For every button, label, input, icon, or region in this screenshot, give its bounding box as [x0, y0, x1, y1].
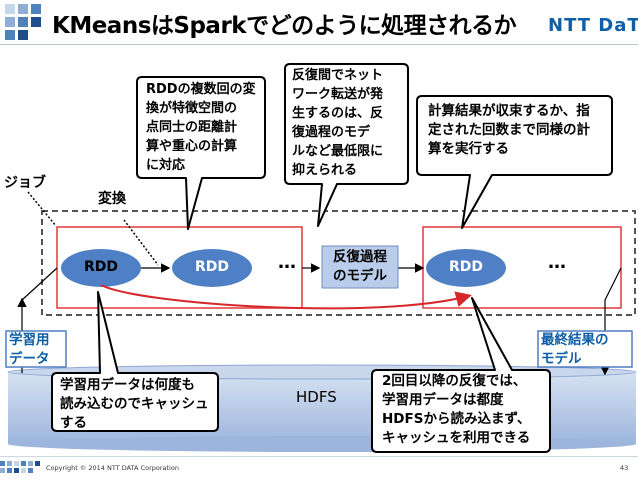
footer-squares-icon [0, 461, 40, 473]
ellipsis-2: … [548, 252, 566, 273]
cache-reuse-arrow [100, 284, 472, 310]
page-number: 43 [620, 464, 629, 472]
final-model-box [537, 330, 633, 368]
callout-bubble-cache [51, 291, 219, 432]
hdfs-label: HDFS [296, 388, 337, 406]
callout-text-cache: 学習用データは何度も 読み込むのでキャッシュ する [60, 377, 209, 431]
transform-pointer-line [123, 219, 159, 266]
ellipsis-1: … [278, 252, 296, 273]
rdd-node-3 [426, 249, 506, 287]
rdd-node-2 [172, 249, 252, 287]
train-data-label: 学習用 データ [9, 332, 50, 367]
iteration-model-label: 反復過程 のモデル [333, 249, 387, 284]
callout-text-rdd: RDDの複数回の変 換が特徴空間の 点同士の距離計 算や重心の計算 に対応 [146, 82, 256, 173]
transform-label: 変換 [98, 191, 126, 207]
callout-bubble-reread [371, 297, 551, 453]
train-data-arrow-link [21, 267, 58, 301]
callout-text-converge: 計算結果が収束するか、指 定された回数まで同様の計 算を実行する [428, 103, 590, 157]
final-model-link [604, 267, 622, 301]
page-title: KMeansはSparkでどのように処理されるか [52, 13, 517, 39]
footer-divider [0, 456, 638, 457]
callout-bubble-converge [416, 95, 613, 229]
footer-copyright: Copyright © 2014 NTT DATA Corporation [46, 464, 179, 472]
rdd-node-1 [61, 249, 141, 287]
rdd-label-2: RDD [194, 259, 230, 275]
callout-bubble-rdd [136, 76, 266, 230]
title-divider [0, 44, 638, 45]
iteration-model-box [321, 245, 399, 289]
job-label: ジョブ [4, 175, 46, 191]
callout-text-reread: 2回目以降の反復では、 学習用データは都度 HDFSから読み込まず、 キャッシュ… [382, 373, 531, 446]
rdd-label-1: RDD [83, 259, 119, 275]
rdd-label-3: RDD [448, 259, 484, 275]
train-data-box [5, 330, 67, 368]
job-pointer-line [27, 191, 57, 227]
title-bullet-icon [5, 4, 41, 40]
company-logo: NTT DaTa [548, 15, 638, 36]
callout-text-network: 反復間でネット ワーク転送が発 生するのは、反 復過程のモデ ルなど最低限に 抑… [292, 68, 384, 178]
final-model-label: 最終結果の モデル [541, 332, 609, 367]
job-dashed-box [41, 210, 636, 316]
callout-bubble-network [284, 63, 409, 227]
